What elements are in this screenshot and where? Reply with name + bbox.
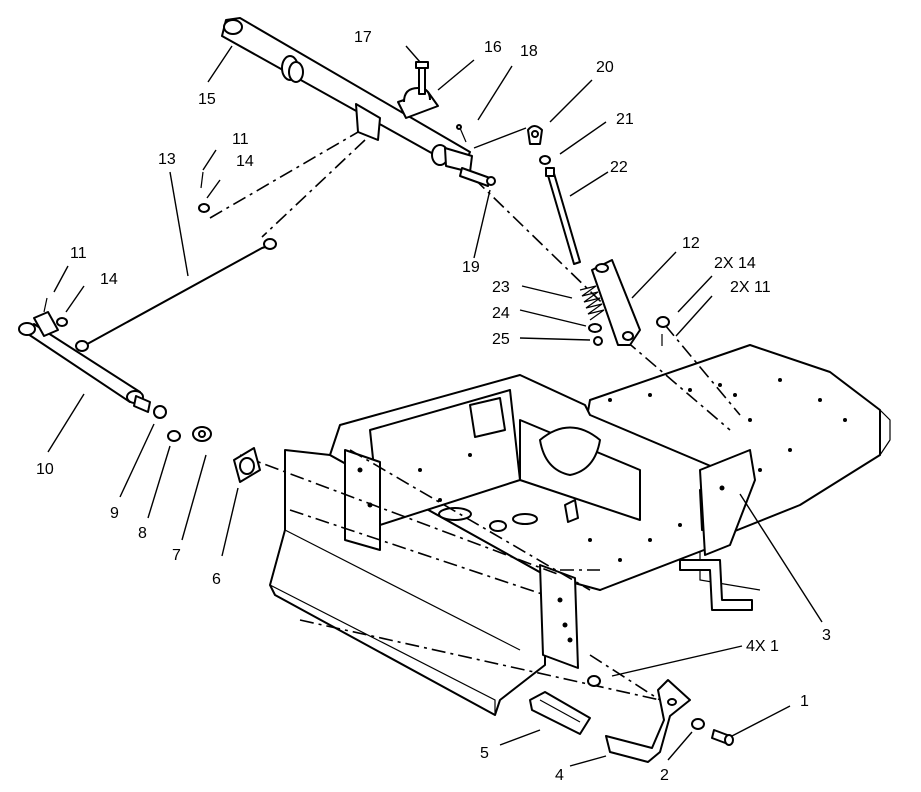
frame-bracket-left (344, 449, 381, 551)
callout-5: 5 (480, 745, 489, 762)
callout-4: 4 (555, 767, 564, 784)
part-4-pedal-arm (605, 679, 691, 763)
part-14-washer-upper (198, 203, 210, 213)
callout-4x1: 4X 1 (746, 638, 779, 655)
part-9-spacer (153, 405, 167, 419)
part-11-pin-upper (200, 171, 204, 189)
frame-holes (357, 378, 847, 643)
callout-2x11: 2X 11 (730, 279, 771, 296)
callout-14-upper: 14 (236, 153, 254, 170)
leader-lines (47, 45, 823, 767)
phantom-lines (209, 127, 741, 701)
part-13-link-rod (75, 238, 277, 352)
part-19-clevis (459, 167, 496, 187)
callout-15: 15 (198, 91, 216, 108)
part-8-nut (167, 430, 181, 442)
callout-18: 18 (520, 43, 538, 60)
part-1-bolt (711, 729, 734, 746)
frame-bracket-front (539, 564, 579, 669)
part-18-pin (456, 124, 467, 143)
callout-10: 10 (36, 461, 54, 478)
part-11-pin-lower (43, 297, 48, 313)
part-2x14-washer (656, 316, 670, 328)
callout-6: 6 (212, 571, 221, 588)
deck-foot-bracket (679, 559, 753, 611)
part-21-nut (539, 155, 551, 165)
part-7-washer (192, 426, 212, 442)
frame-assembly (269, 344, 891, 716)
part-15-upper-shaft (221, 17, 473, 173)
callout-14-lower: 14 (100, 271, 118, 288)
part-4x1-bolt (587, 675, 601, 687)
callout-labels: 1 2 3 4X 1 4 5 6 7 8 9 10 11 11 12 13 14… (36, 29, 831, 784)
callout-21: 21 (616, 111, 634, 128)
callout-17: 17 (354, 29, 372, 46)
callout-24: 24 (492, 305, 510, 322)
part-10-lower-shaft (18, 311, 151, 413)
part-23-spring (579, 285, 605, 321)
callout-13: 13 (158, 151, 176, 168)
callout-2: 2 (660, 767, 669, 784)
part-22-rod (545, 167, 581, 265)
callout-16: 16 (484, 39, 502, 56)
part-14-washer-lower (56, 317, 68, 327)
callout-19: 19 (462, 259, 480, 276)
callout-3: 3 (822, 627, 831, 644)
callout-2x14: 2X 14 (714, 255, 756, 272)
part-12-arm (591, 259, 641, 346)
callout-9: 9 (110, 505, 119, 522)
callout-11-upper: 11 (232, 131, 249, 148)
frame-inner-slot (469, 397, 506, 438)
frame-bracket-right (699, 449, 756, 556)
callout-23: 23 (492, 279, 510, 296)
part-17-bolt (415, 61, 429, 95)
part-2-washer (691, 718, 705, 730)
part-20-clevis (527, 125, 543, 145)
callout-7: 7 (172, 547, 181, 564)
callout-1: 1 (800, 693, 809, 710)
callout-8: 8 (138, 525, 147, 542)
part-24-washer (588, 323, 602, 333)
callout-12: 12 (682, 235, 700, 252)
callout-11-lower: 11 (70, 245, 87, 262)
part-5-pedal-pad (529, 691, 591, 735)
callout-22: 22 (610, 159, 628, 176)
part-25-nut (593, 336, 603, 346)
part-6-flange-bearing (233, 447, 261, 483)
callout-20: 20 (596, 59, 614, 76)
callout-25: 25 (492, 331, 510, 348)
